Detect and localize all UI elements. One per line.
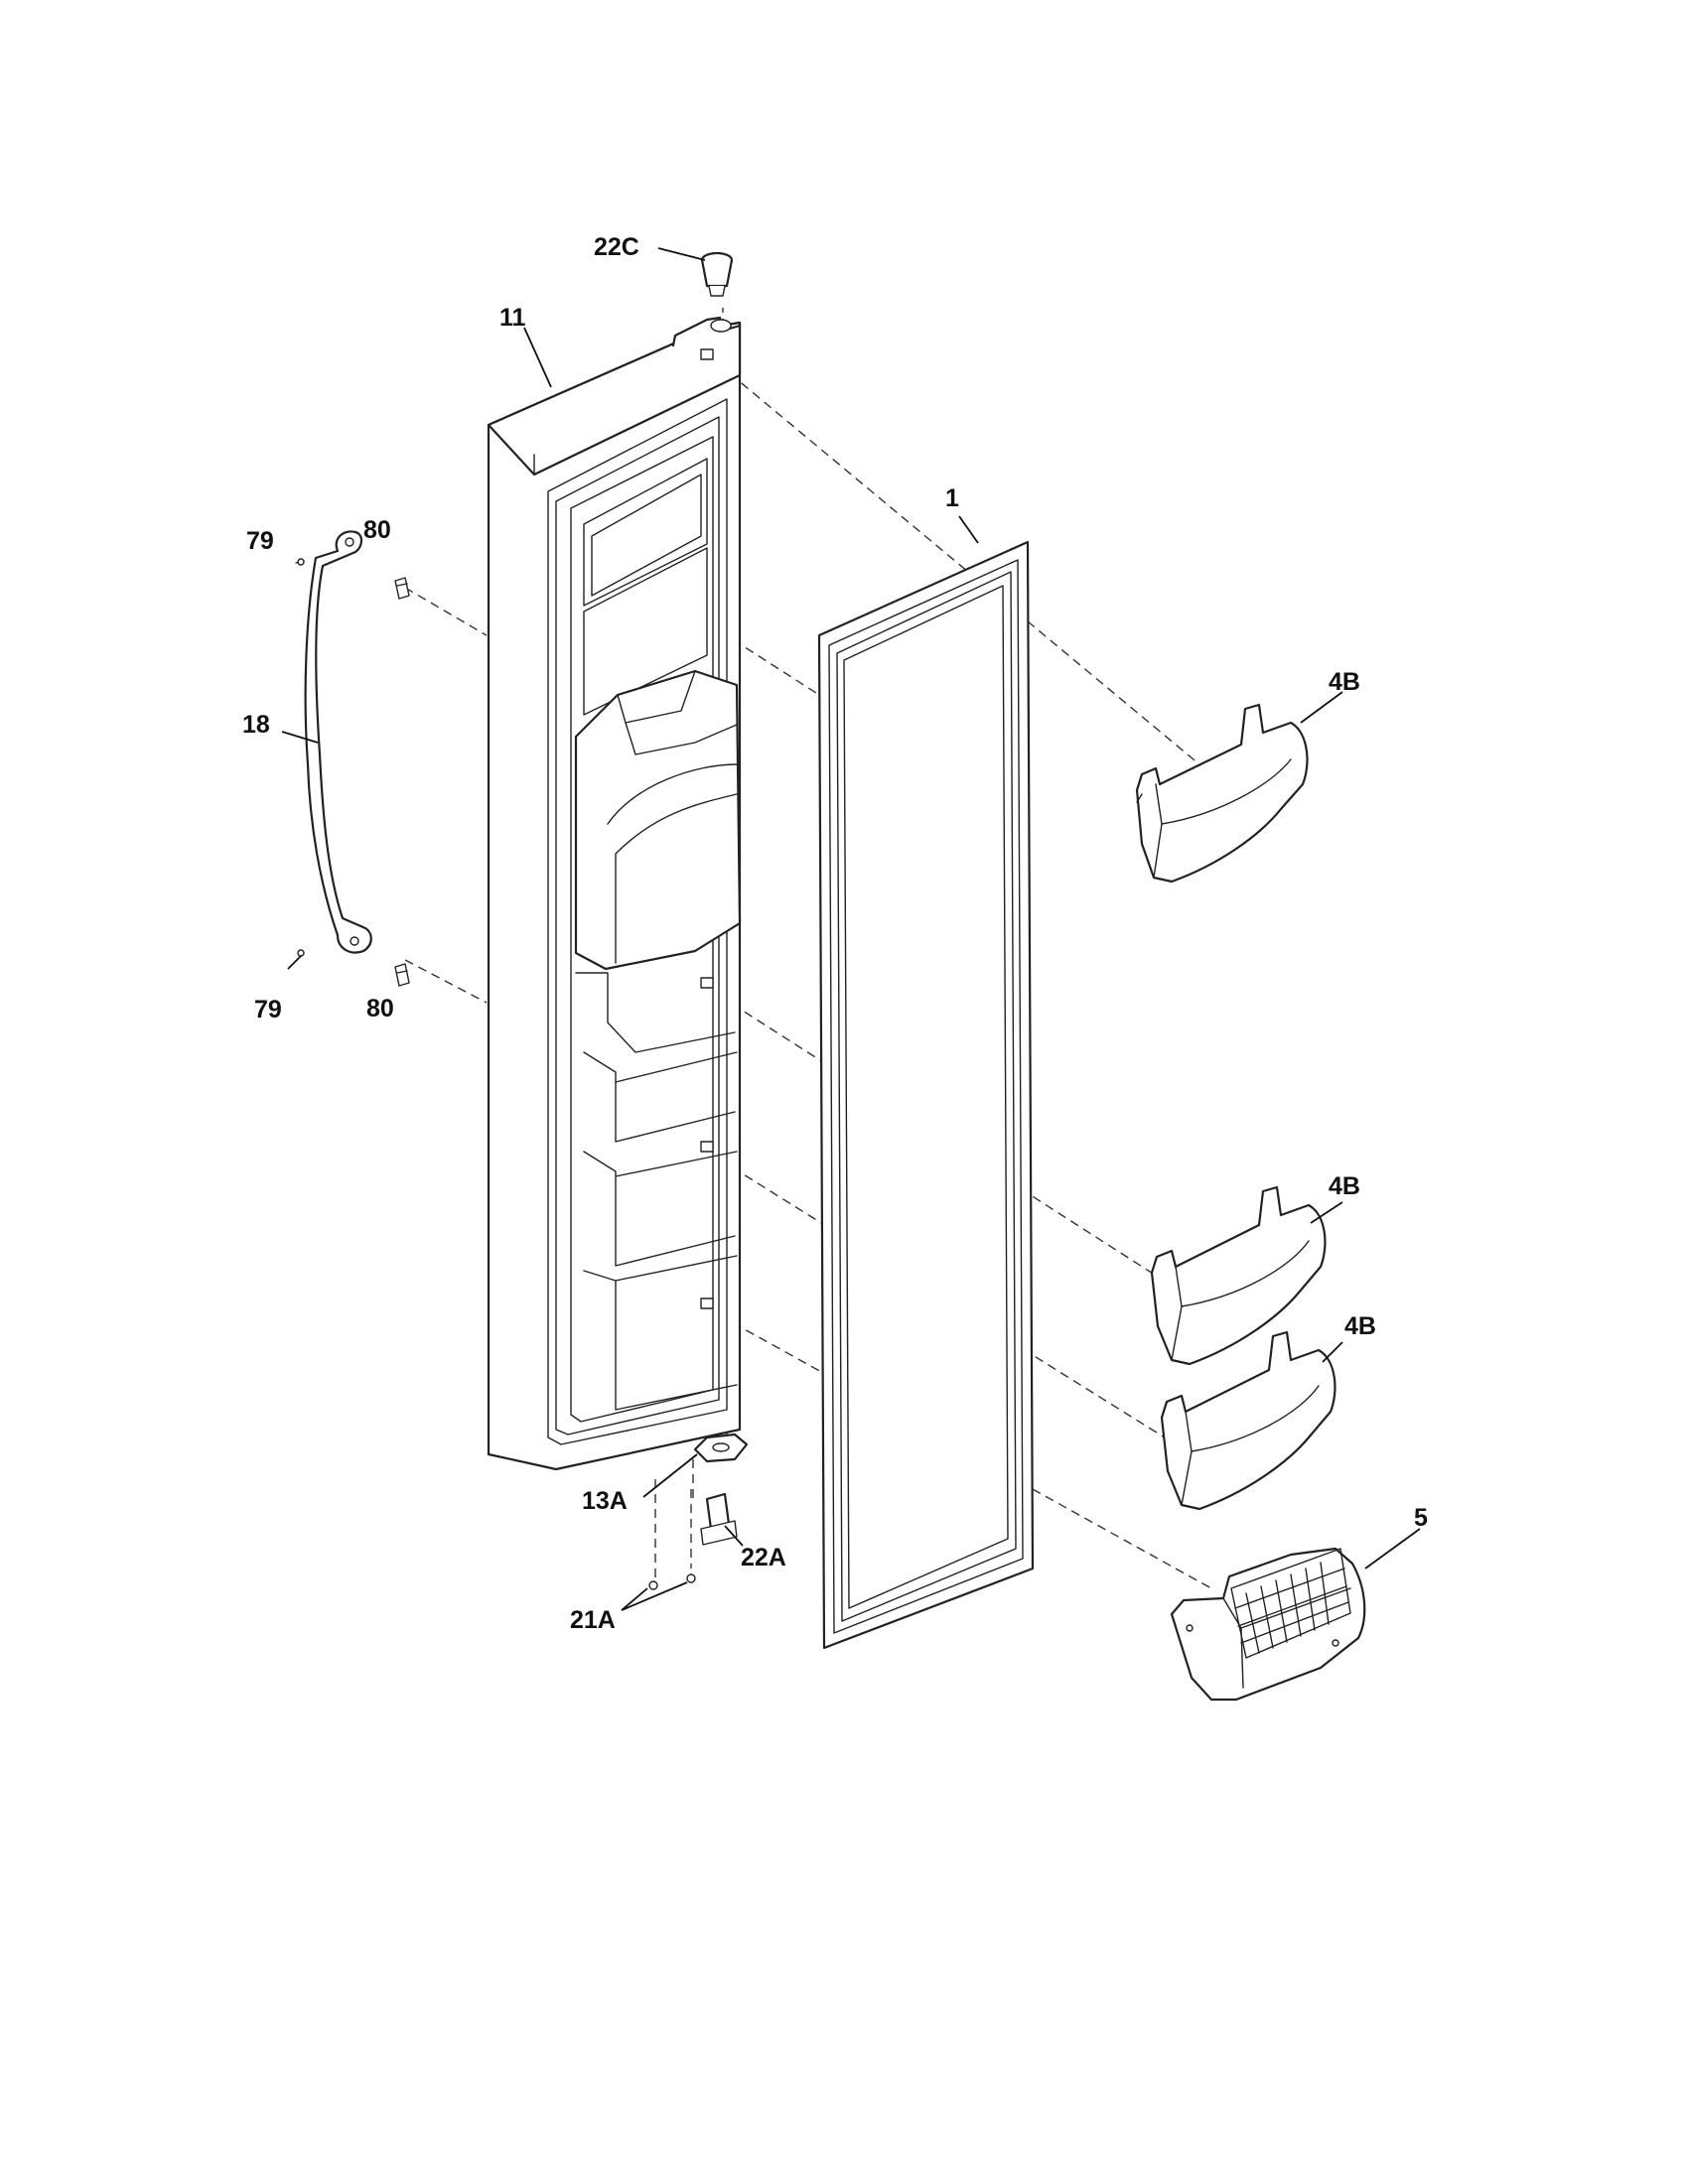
callout-80-top: 80 — [363, 516, 391, 544]
callout-11: 11 — [499, 304, 526, 332]
door-bin-4B-top — [1135, 703, 1309, 884]
screw-79-bottom — [297, 949, 305, 957]
callout-18: 18 — [242, 711, 270, 739]
door-assembly — [487, 316, 742, 1471]
callout-4B-top: 4B — [1329, 668, 1360, 696]
callout-5: 5 — [1414, 1504, 1428, 1532]
screw-80-top — [394, 577, 410, 600]
wire-basket-5 — [1170, 1547, 1366, 1702]
callout-13A: 13A — [582, 1487, 628, 1515]
callout-22A: 22A — [741, 1544, 786, 1571]
screws-21A — [648, 1573, 696, 1590]
leader-lines — [281, 247, 1421, 1611]
callout-79-bottom: 79 — [254, 996, 282, 1024]
hinge-bracket-13A — [693, 1433, 749, 1463]
callout-80-bottom: 80 — [366, 995, 394, 1023]
callout-4B-mid: 4B — [1329, 1172, 1360, 1200]
door-bin-4B-mid — [1150, 1185, 1327, 1366]
door-gasket — [817, 540, 1035, 1650]
callout-1: 1 — [945, 484, 959, 512]
hinge-pin-22A — [700, 1492, 738, 1546]
door-bin-4B-low — [1160, 1330, 1336, 1511]
callout-21A: 21A — [570, 1606, 616, 1634]
hinge-pin-22C — [700, 251, 734, 297]
screw-80-bottom — [394, 963, 410, 987]
callout-4B-low: 4B — [1344, 1312, 1376, 1340]
callout-22C: 22C — [594, 233, 639, 261]
callout-79-top: 79 — [246, 527, 274, 555]
screw-79-top — [295, 558, 305, 566]
callouts: 22C 11 1 79 80 18 79 80 4B 4B 4B 5 13A 2… — [242, 233, 1428, 1634]
door-handle — [304, 530, 372, 954]
